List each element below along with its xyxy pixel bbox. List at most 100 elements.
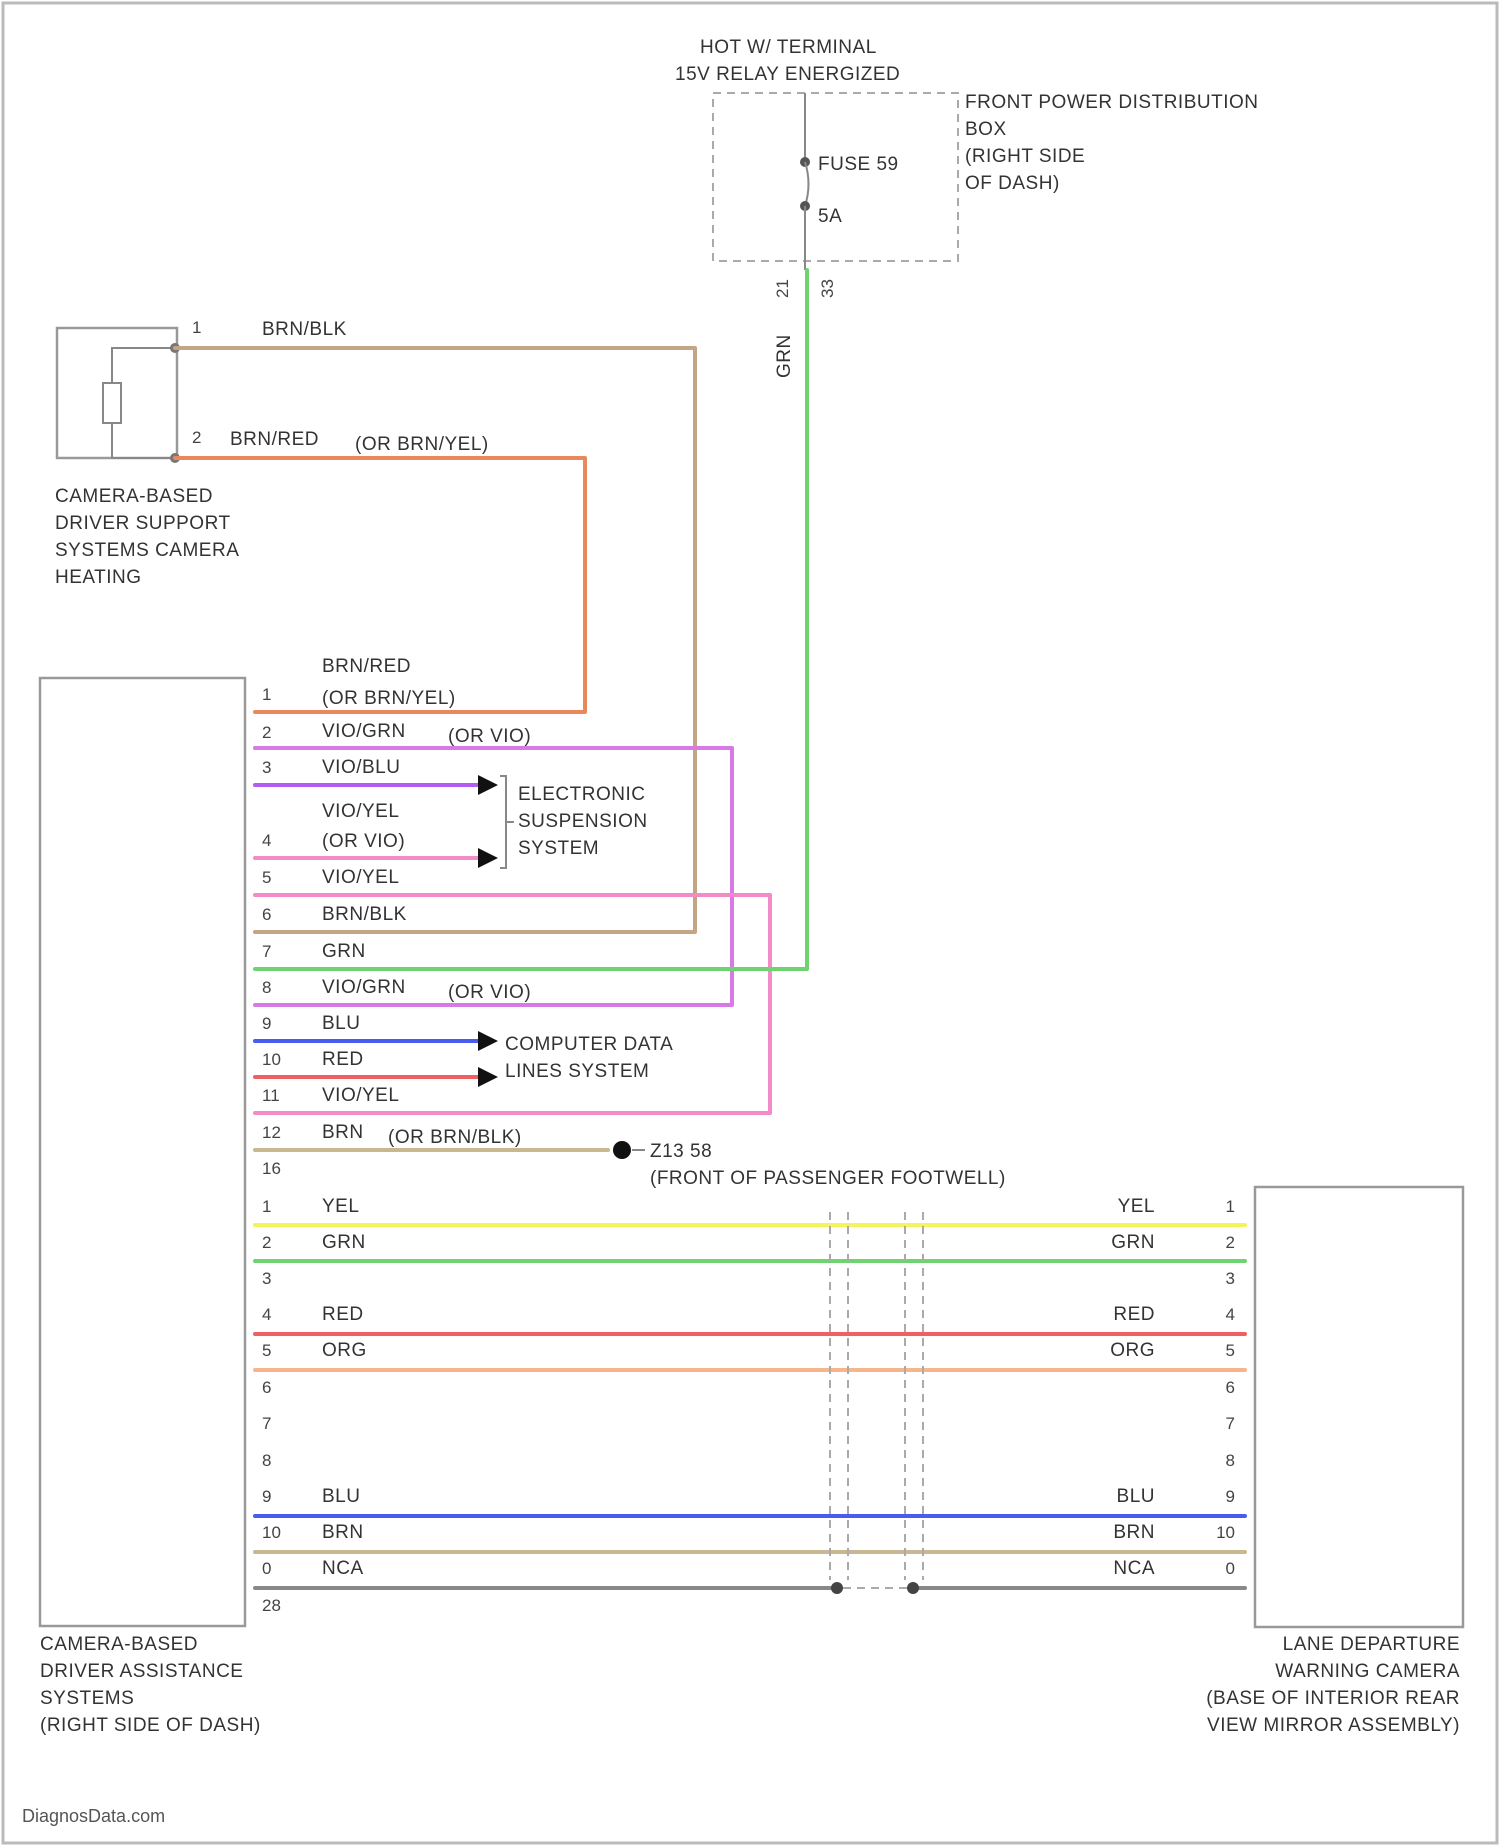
heater-label-line1: CAMERA-BASED bbox=[55, 486, 213, 507]
heater-label-line4: HEATING bbox=[55, 567, 142, 588]
lower-right-pin-0: 0 bbox=[1226, 1559, 1235, 1578]
left-module-label-line2: DRIVER ASSISTANCE bbox=[40, 1661, 243, 1682]
lower-left-pin-10: 10 bbox=[262, 1523, 281, 1542]
upper-wire-label-8: VIO/GRN bbox=[322, 977, 406, 998]
suspension-label-line1: ELECTRONIC bbox=[518, 784, 645, 805]
fuse-pin-left: 21 bbox=[773, 279, 792, 298]
upper-pin-4: 4 bbox=[262, 831, 271, 850]
lower-left-pin-9: 9 bbox=[262, 1487, 271, 1506]
lower-right-wire-10: BRN bbox=[1113, 1522, 1155, 1543]
fuse-pin-right: 33 bbox=[818, 279, 837, 298]
upper-pin-7: 7 bbox=[262, 942, 271, 961]
lane-departure-camera bbox=[1255, 1187, 1463, 1627]
upper-wire-alt-8: (OR VIO) bbox=[448, 982, 531, 1003]
lower-left-pin-8: 8 bbox=[262, 1451, 271, 1470]
heater-wire2-alt: (OR BRN/YEL) bbox=[355, 434, 489, 455]
upper-pin-16: 16 bbox=[262, 1159, 281, 1178]
lower-left-wire-2: GRN bbox=[322, 1232, 366, 1253]
lower-left-pin-5: 5 bbox=[262, 1341, 271, 1360]
upper-wire-label-12: BRN bbox=[322, 1122, 364, 1143]
ground-name: Z13 58 bbox=[650, 1141, 712, 1162]
upper-wire-label-5: VIO/YEL bbox=[322, 867, 399, 888]
upper-pin-1: 1 bbox=[262, 685, 271, 704]
upper-pin-11: 11 bbox=[262, 1086, 280, 1105]
upper-wire-alt-12: (OR BRN/BLK) bbox=[388, 1127, 522, 1148]
lower-left-wire-1: YEL bbox=[322, 1196, 359, 1217]
upper-pin-3: 3 bbox=[262, 758, 271, 777]
lower-left-pin-28: 28 bbox=[262, 1596, 281, 1615]
right-module-label-line4: VIEW MIRROR ASSEMBLY) bbox=[1207, 1715, 1460, 1736]
upper-wire-label-3: VIO/BLU bbox=[322, 757, 400, 778]
right-module-label-line3: (BASE OF INTERIOR REAR bbox=[1206, 1688, 1460, 1709]
lower-right-pin-2: 2 bbox=[1226, 1233, 1235, 1252]
upper-wire-alt-4: (OR VIO) bbox=[322, 831, 405, 852]
fuse-wire-label: GRN bbox=[774, 334, 795, 378]
lower-right-pin-3: 3 bbox=[1226, 1269, 1235, 1288]
left-module-label-line4: (RIGHT SIDE OF DASH) bbox=[40, 1715, 261, 1736]
power-box-label-line4: OF DASH) bbox=[965, 173, 1060, 194]
lower-right-wire-0: NCA bbox=[1113, 1558, 1155, 1579]
ground-point bbox=[613, 1141, 631, 1159]
lower-right-pin-6: 6 bbox=[1226, 1378, 1235, 1397]
lower-left-pin-3: 3 bbox=[262, 1269, 271, 1288]
camera-assistance-module bbox=[40, 678, 245, 1626]
upper-pin-6: 6 bbox=[262, 905, 271, 924]
heater-wire1-label: BRN/BLK bbox=[262, 319, 347, 340]
upper-wire-label-9: BLU bbox=[322, 1013, 360, 1034]
lower-right-wire-2: GRN bbox=[1111, 1232, 1155, 1253]
heater-label-line3: SYSTEMS CAMERA bbox=[55, 540, 239, 561]
upper-wire-label-4: VIO/YEL bbox=[322, 801, 399, 822]
lower-left-pin-6: 6 bbox=[262, 1378, 271, 1397]
lower-right-pin-1: 1 bbox=[1226, 1197, 1235, 1216]
power-box-label-line2: BOX bbox=[965, 119, 1007, 140]
hot-label-line2: 15V RELAY ENERGIZED bbox=[675, 64, 900, 85]
upper-wire-label-7: GRN bbox=[322, 941, 366, 962]
upper-pin-8: 8 bbox=[262, 978, 271, 997]
upper-wire-label-6: BRN/BLK bbox=[322, 904, 407, 925]
lower-right-wire-5: ORG bbox=[1110, 1340, 1155, 1361]
power-box-label-line1: FRONT POWER DISTRIBUTION bbox=[965, 92, 1258, 113]
lower-left-wire-5: ORG bbox=[322, 1340, 367, 1361]
left-module-label-line1: CAMERA-BASED bbox=[40, 1634, 198, 1655]
data-lines-label-line1: COMPUTER DATA bbox=[505, 1034, 673, 1055]
ground-location: (FRONT OF PASSENGER FOOTWELL) bbox=[650, 1168, 1006, 1189]
lower-right-pin-7: 7 bbox=[1226, 1414, 1235, 1433]
left-module-label-line3: SYSTEMS bbox=[40, 1688, 134, 1709]
heater-label-line2: DRIVER SUPPORT bbox=[55, 513, 231, 534]
lower-left-pin-2: 2 bbox=[262, 1233, 271, 1252]
lower-left-wire-0: NCA bbox=[322, 1558, 364, 1579]
shield-join-right bbox=[907, 1582, 919, 1594]
lower-right-wire-1: YEL bbox=[1118, 1196, 1155, 1217]
lower-right-pin-8: 8 bbox=[1226, 1451, 1235, 1470]
lower-right-pin-4: 4 bbox=[1226, 1305, 1235, 1324]
upper-pin-5: 5 bbox=[262, 868, 271, 887]
lower-left-pin-1: 1 bbox=[262, 1197, 271, 1216]
footer-watermark: DiagnosData.com bbox=[22, 1806, 165, 1826]
upper-wire-alt-2: (OR VIO) bbox=[448, 726, 531, 747]
upper-pin-2: 2 bbox=[262, 723, 271, 742]
power-box-label-line3: (RIGHT SIDE bbox=[965, 146, 1085, 167]
upper-pin-10: 10 bbox=[262, 1050, 281, 1069]
lower-left-wire-4: RED bbox=[322, 1304, 364, 1325]
right-module-label-line2: WARNING CAMERA bbox=[1275, 1661, 1460, 1682]
hot-label-line1: HOT W/ TERMINAL bbox=[700, 37, 877, 58]
lower-left-pin-0: 0 bbox=[262, 1559, 271, 1578]
lower-right-pin-9: 9 bbox=[1226, 1487, 1235, 1506]
heater-pin2: 2 bbox=[192, 428, 201, 447]
lower-left-pin-7: 7 bbox=[262, 1414, 271, 1433]
resistor-icon bbox=[103, 383, 121, 423]
lower-right-wire-9: BLU bbox=[1117, 1486, 1155, 1507]
lower-right-pin-10: 10 bbox=[1216, 1523, 1235, 1542]
heater-pin1: 1 bbox=[192, 318, 201, 337]
upper-wire-alt-1: (OR BRN/YEL) bbox=[322, 688, 456, 709]
data-lines-label-line2: LINES SYSTEM bbox=[505, 1061, 649, 1082]
upper-pin-12: 12 bbox=[262, 1123, 281, 1142]
lower-right-wire-4: RED bbox=[1113, 1304, 1155, 1325]
upper-pin-9: 9 bbox=[262, 1014, 271, 1033]
fuse-amps: 5A bbox=[818, 206, 842, 227]
upper-wire-label-2: VIO/GRN bbox=[322, 721, 406, 742]
lower-right-pin-5: 5 bbox=[1226, 1341, 1235, 1360]
suspension-label-line2: SUSPENSION bbox=[518, 811, 648, 832]
fuse-label: FUSE 59 bbox=[818, 154, 899, 175]
